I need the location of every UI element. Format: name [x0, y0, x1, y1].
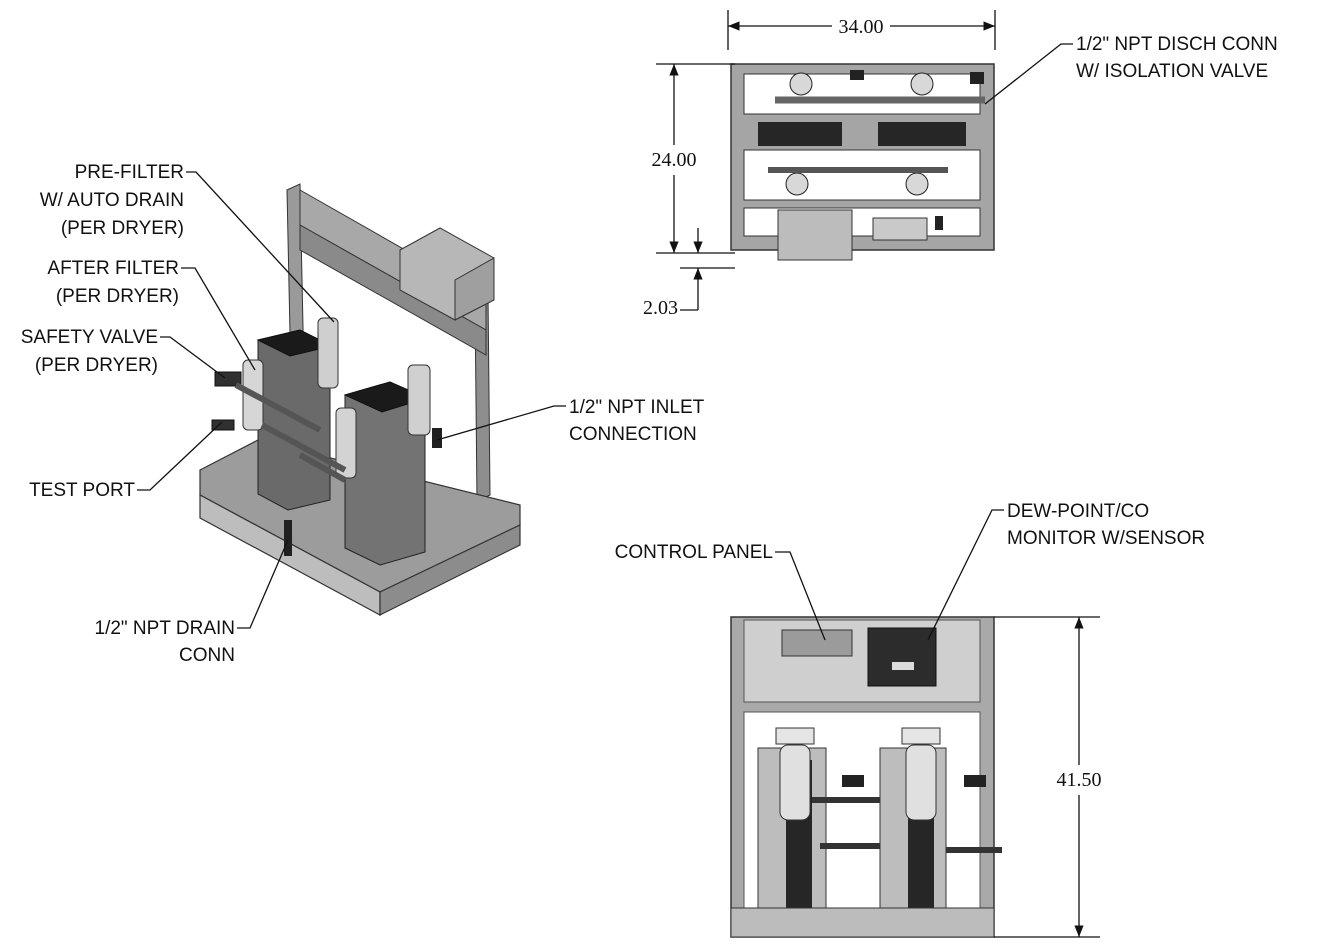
callout-text: PRE-FILTER: [75, 162, 184, 183]
callout-inlet-conn: 1/2" NPT INLET CONNECTION: [436, 397, 705, 445]
callout-text: SAFETY VALVE: [21, 327, 158, 348]
callout-text: AFTER FILTER: [47, 258, 179, 279]
callout-text: 1/2" NPT DRAIN: [95, 618, 236, 639]
callout-after-filter: AFTER FILTER (PER DRYER): [47, 258, 256, 371]
callout-dew-point: DEW-POINT/CO MONITOR W/SENSOR: [927, 501, 1205, 641]
top-view: [730, 63, 995, 261]
callout-text: (PER DRYER): [56, 286, 179, 307]
dimension-front-height: 41.50: [994, 616, 1102, 938]
callout-text: CONN: [179, 645, 235, 666]
callout-text: CONNECTION: [569, 424, 697, 445]
callout-text: W/ ISOLATION VALVE: [1076, 61, 1268, 82]
dimension-top-width: 34.00: [727, 10, 996, 50]
callout-text: 1/2" NPT DISCH CONN: [1076, 34, 1278, 55]
callout-safety-valve: SAFETY VALVE (PER DRYER): [21, 327, 226, 379]
callout-text: (PER DRYER): [35, 355, 158, 376]
dim-height-text: 41.50: [1057, 769, 1102, 791]
callout-text: MONITOR W/SENSOR: [1007, 528, 1205, 549]
dim-width-text: 34.00: [839, 16, 884, 38]
callout-drain-conn: 1/2" NPT DRAIN CONN: [95, 539, 289, 666]
callout-disch-conn: 1/2" NPT DISCH CONN W/ ISOLATION VALVE: [984, 34, 1278, 105]
callout-text: W/ AUTO DRAIN: [40, 190, 184, 211]
callout-text: (PER DRYER): [61, 218, 184, 239]
callout-control-panel: CONTROL PANEL: [615, 542, 826, 641]
callout-test-port: TEST PORT: [29, 421, 223, 501]
front-view: [730, 616, 1002, 938]
isometric-view: [199, 183, 521, 617]
callout-text: TEST PORT: [29, 480, 135, 501]
callout-text: CONTROL PANEL: [615, 542, 773, 563]
dimension-top-offset: 2.03: [643, 228, 735, 319]
callout-text: DEW-POINT/CO: [1007, 501, 1149, 522]
callout-text: 1/2" NPT INLET: [569, 397, 705, 418]
dim-depth-text: 24.00: [652, 149, 697, 171]
callout-pre-filter: PRE-FILTER W/ AUTO DRAIN (PER DRYER): [40, 162, 335, 323]
dim-offset-text: 2.03: [643, 297, 678, 319]
dimension-top-depth: 24.00: [652, 63, 735, 254]
